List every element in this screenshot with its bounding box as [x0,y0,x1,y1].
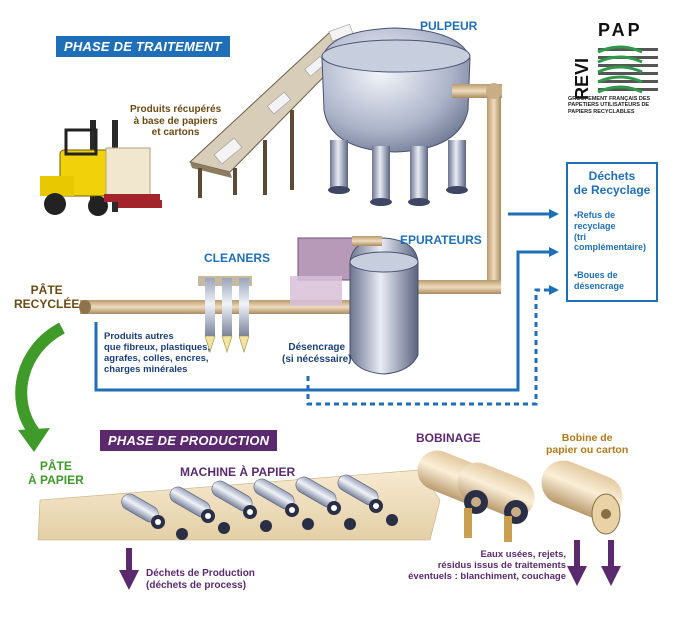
logo-pap: PAP [598,20,643,40]
label-bobine: Bobine de papier ou carton [546,432,629,457]
label-dechets-production: Déchets de Production (déchets de proces… [146,568,255,591]
pulper-tank [321,27,471,206]
logo-revi: REVI [572,58,592,100]
green-arrow [15,322,66,452]
revipap-logo: REVI PAP [572,20,658,100]
label-eaux-usees: Eaux usées, rejets, résidus issus de tra… [408,549,566,582]
label-cleaners: CLEANERS [204,251,271,265]
label-produits-autres: Produits autres que fibreux, plastiques,… [104,331,211,375]
forklift [40,120,162,216]
label-produits-recuperes: Produits récupérés à base de papiers et … [130,104,222,138]
epurateur-tank [290,236,419,375]
label-pate-a-papier: PÂTE À PAPIER [28,459,84,487]
label-machine-a-papier: MACHINE À PAPIER [180,465,296,479]
dechets-box-title: Déchets de Recyclage [573,169,651,197]
label-pulpeur: PULPEUR [420,19,478,33]
logo-subtitle: GROUPEMENT FRANÇAIS DES PAPETIERS UTILIS… [568,96,651,115]
dechets-box-item-boues: •Boues de désencrage [574,270,625,291]
conveyor-belt [188,23,361,198]
dechets-box-item-refus: •Refus de recyclage (tri complémentaire) [574,210,647,253]
phase-production-banner: PHASE DE PRODUCTION [100,430,278,451]
purple-arrows [119,540,621,590]
dechets-recyclage-box: Déchets de Recyclage •Refus de recyclage… [566,162,658,302]
label-desencrage: Désencrage (si nécéssaire) [282,342,352,365]
cleaners [198,276,252,354]
label-epurateurs: EPURATEURS [400,233,482,247]
flow-arrows-blue [94,209,559,406]
paper-machine [37,469,441,541]
pipe-main-end [79,300,91,314]
bobinage-rolls [417,450,623,542]
phase-traitement-banner: PHASE DE TRAITEMENT [56,36,230,57]
label-pate-recyclee: PÂTE RECYCLÉE [14,283,80,311]
pipe-pulper-epurateur [405,83,502,294]
label-bobinage: BOBINAGE [416,431,481,445]
